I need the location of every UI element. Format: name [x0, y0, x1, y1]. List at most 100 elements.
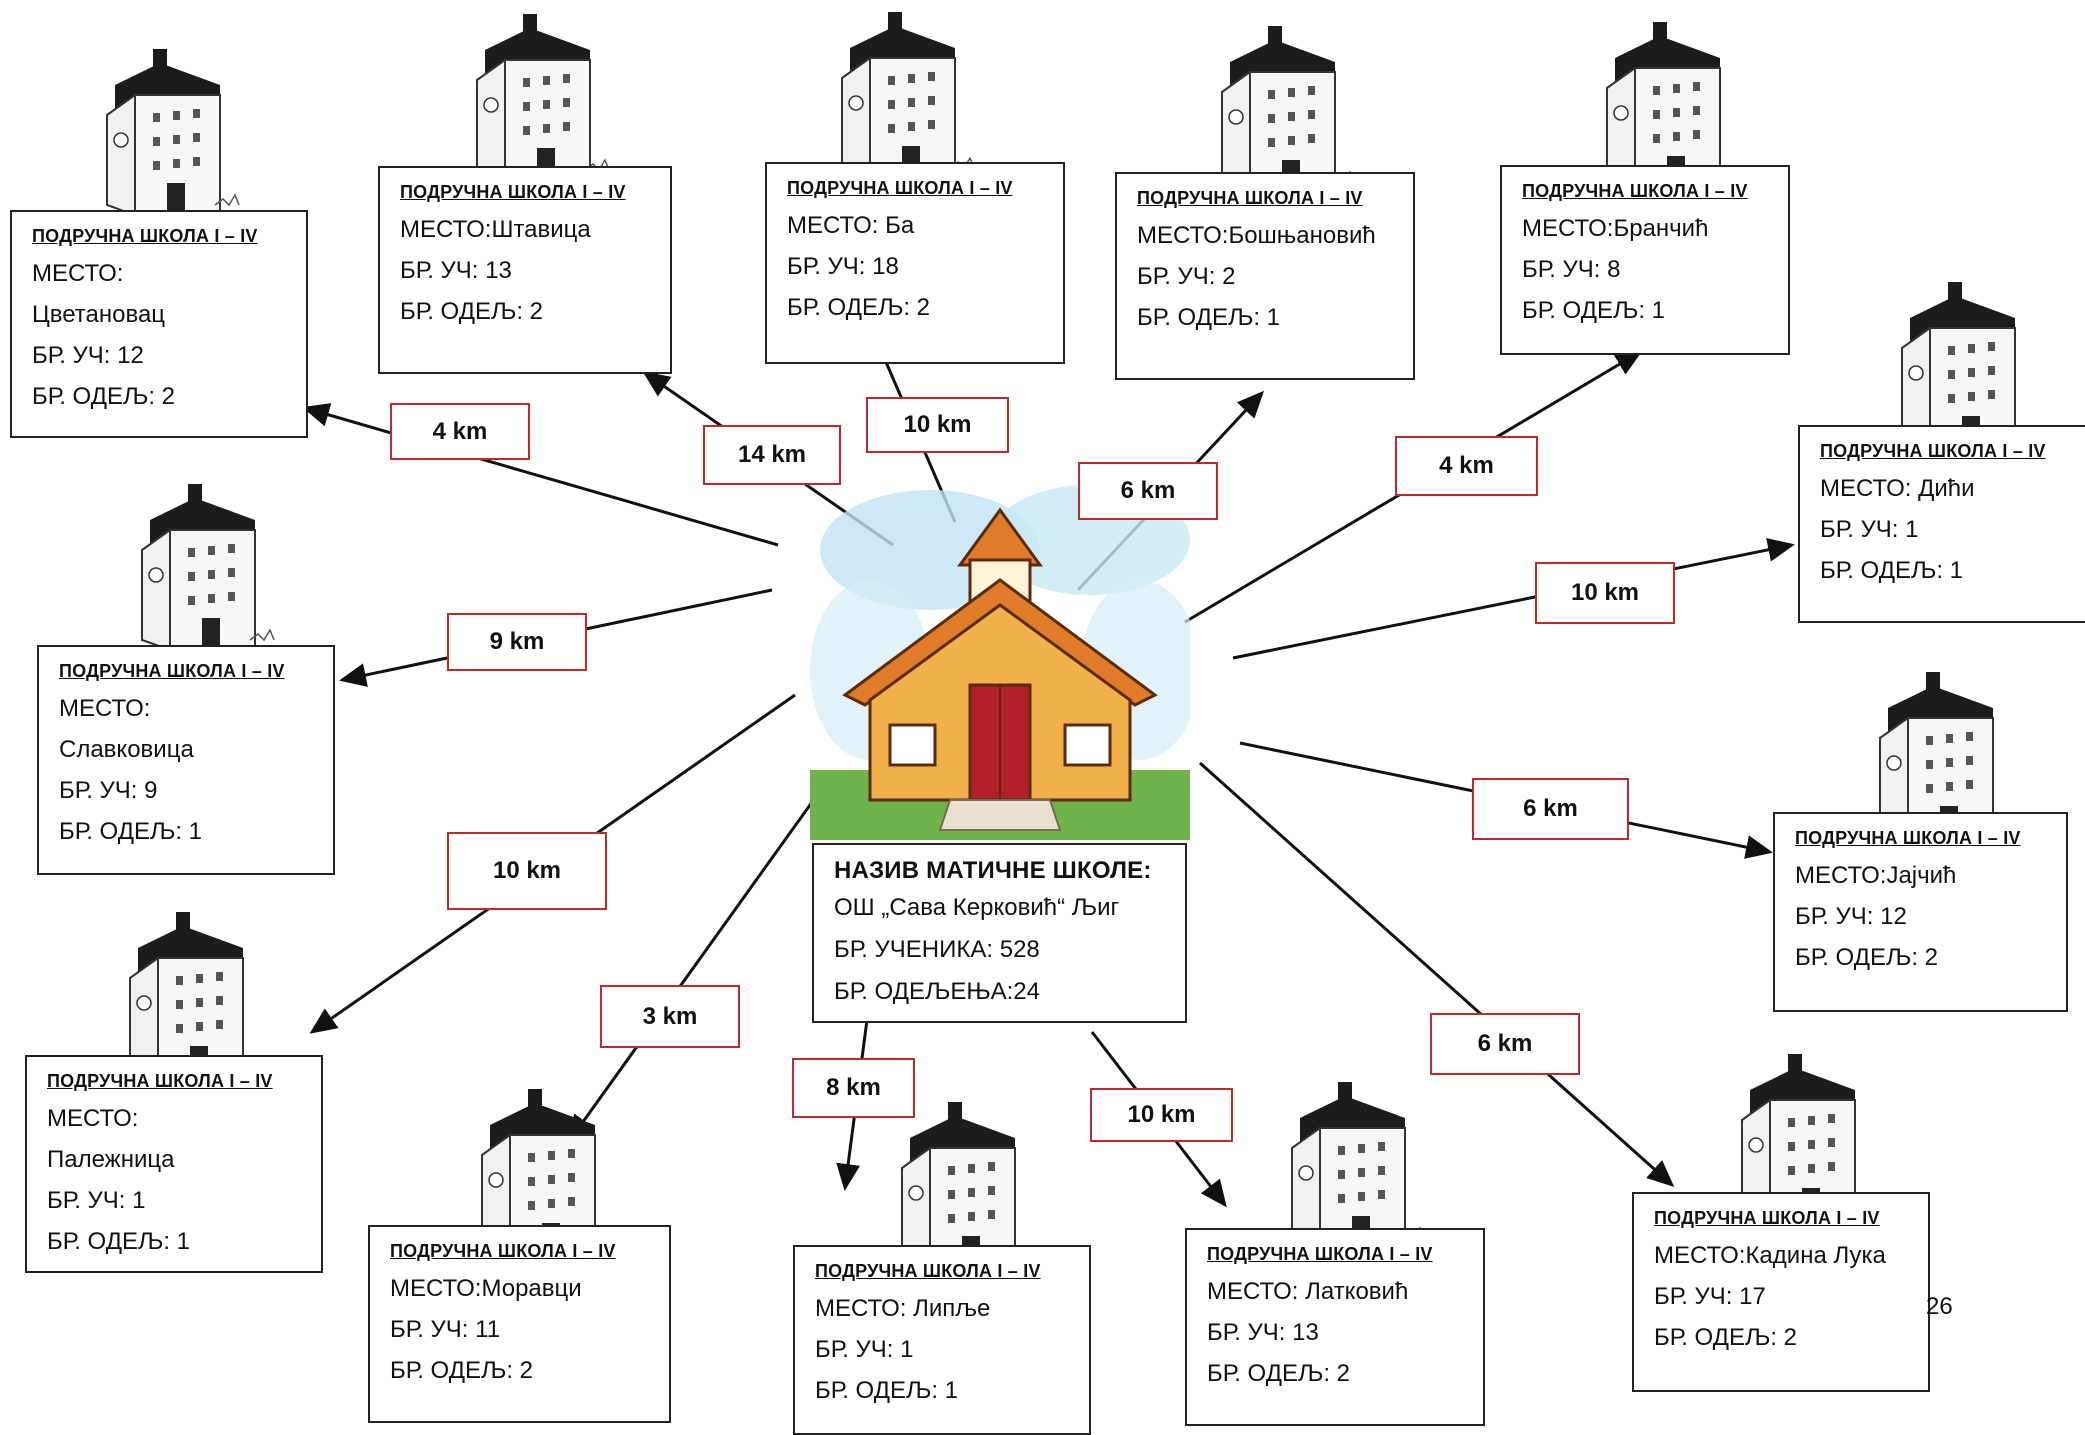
branch-school-header: ПОДРУЧНА ШКОЛА I – IV: [32, 226, 258, 246]
branch-school-house-icon: [465, 10, 615, 190]
branch-school-line: МЕСТО:: [32, 260, 124, 287]
connector-line-dici: [1232, 537, 1795, 660]
distance-label-liplje: 8 km: [792, 1058, 915, 1118]
main-school-students: БР. УЧЕНИКА: 528: [834, 936, 1040, 963]
distance-label-slavkovica: 9 km: [447, 613, 587, 671]
branch-school-line: МЕСТО:Кадина Лука: [1654, 1242, 1886, 1269]
main-school-classes: БР. ОДЕЉЕЊА:24: [834, 978, 1040, 1005]
branch-school-house-icon: [830, 8, 980, 188]
branch-school-line: Славковица: [59, 736, 194, 763]
distance-label-cvetanovac: 4 km: [390, 403, 530, 460]
branch-school-header: ПОДРУЧНА ШКОЛА I – IV: [787, 178, 1013, 198]
branch-school-line: БР. ОДЕЉ: 2: [390, 1357, 534, 1384]
distance-label-stavica: 14 km: [703, 425, 841, 485]
main-school-name: ОШ „Сава Керковић“ Љиг: [834, 894, 1120, 921]
branch-school-header: ПОДРУЧНА ШКОЛА I – IV: [390, 1241, 616, 1261]
distance-label-bosnjanovic: 6 km: [1078, 462, 1218, 520]
distance-label-dici: 10 km: [1535, 562, 1675, 624]
branch-school-line: БР. УЧ: 13: [1207, 1319, 1319, 1346]
connector-line-cvetanovac: [302, 403, 779, 547]
connector-line-moravci: [568, 797, 817, 1143]
branch-school-line: Цветановац: [32, 301, 166, 328]
school-bell-house-icon: [810, 485, 1200, 840]
branch-school-line: БР. ОДЕЉ: 2: [1207, 1360, 1351, 1387]
branch-school-line: БР. ОДЕЉ: 2: [32, 383, 176, 410]
distance-label-moravci: 3 km: [600, 985, 740, 1048]
branch-school-line: БР. ОДЕЉ: 1: [815, 1377, 959, 1404]
branch-school-line: Палежница: [47, 1146, 175, 1173]
branch-school-line: БР. УЧ: 1: [815, 1336, 914, 1363]
connector-line-kadina-luka: [1199, 761, 1675, 1187]
distance-label-ba: 10 km: [866, 397, 1009, 453]
branch-school-line: БР. ОДЕЉ: 2: [787, 294, 931, 321]
branch-school-line: БР. ОДЕЉ: 2: [400, 298, 544, 325]
distance-label-paleznica: 10 km: [447, 832, 607, 910]
branch-school-header: ПОДРУЧНА ШКОЛА I – IV: [400, 182, 626, 202]
distance-label-latkovic: 10 km: [1090, 1088, 1233, 1142]
main-school-box: НАЗИВ МАТИЧНЕ ШКОЛЕ: ОШ „Сава Керковић“ …: [812, 843, 1187, 1023]
main-school-title: НАЗИВ МАТИЧНЕ ШКОЛЕ:: [834, 857, 1152, 884]
main-school-illustration: [810, 470, 1200, 840]
branch-school-line: БР. ОДЕЉ: 1: [1137, 304, 1281, 331]
branch-school-line: БР. ОДЕЉ: 1: [1522, 297, 1666, 324]
branch-school-line: БР. УЧ: 13: [400, 257, 512, 284]
branch-school-line: БР. УЧ: 11: [390, 1316, 501, 1343]
branch-school-line: МЕСТО:Штавица: [400, 216, 591, 243]
branch-school-line: БР. УЧ: 9: [59, 777, 158, 804]
branch-school-line: БР. ОДЕЉ: 1: [47, 1228, 191, 1255]
branch-school-header: ПОДРУЧНА ШКОЛА I – IV: [59, 661, 285, 681]
branch-school-line: БР. ОДЕЉ: 2: [1795, 944, 1939, 971]
branch-school-line: МЕСТО:Бошњановић: [1137, 222, 1376, 249]
branch-school-house-icon: [1280, 1078, 1430, 1258]
branch-school-line: МЕСТО:Јајчић: [1795, 862, 1957, 889]
branch-school-header: ПОДРУЧНА ШКОЛА I – IV: [815, 1261, 1041, 1281]
branch-school-line: БР. ОДЕЉ: 1: [1820, 557, 1964, 584]
branch-school-header: ПОДРУЧНА ШКОЛА I – IV: [47, 1071, 273, 1091]
branch-school-house-icon: [130, 480, 280, 660]
branch-school-line: БР. ОДЕЉ: 1: [59, 818, 203, 845]
branch-school-header: ПОДРУЧНА ШКОЛА I – IV: [1522, 181, 1748, 201]
branch-school-line: БР. ОДЕЉ: 2: [1654, 1324, 1798, 1351]
branch-school-line: БР. УЧ: 12: [32, 342, 144, 369]
branch-school-header: ПОДРУЧНА ШКОЛА I – IV: [1207, 1244, 1433, 1264]
branch-school-header: ПОДРУЧНА ШКОЛА I – IV: [1820, 441, 2046, 461]
branch-school-line: БР. УЧ: 1: [1820, 516, 1919, 543]
branch-school-line: МЕСТО: Липље: [815, 1295, 991, 1322]
branch-school-line: БР. УЧ: 2: [1137, 263, 1236, 290]
branch-school-house-icon: [95, 45, 245, 225]
branch-school-line: МЕСТО:Моравци: [390, 1275, 582, 1302]
branch-school-line: МЕСТО: Ба: [787, 212, 915, 239]
distance-label-kadina-luka: 6 km: [1430, 1013, 1580, 1075]
distance-label-jajcic: 6 km: [1472, 778, 1629, 840]
branch-school-header: ПОДРУЧНА ШКОЛА I – IV: [1654, 1208, 1880, 1228]
branch-school-line: БР. УЧ: 18: [787, 253, 899, 280]
branch-school-box-ba: ПОДРУЧНА ШКОЛА I – IV МЕСТО: Ба БР. УЧ: 18…: [765, 162, 1065, 364]
page-number: 26: [1926, 1293, 1953, 1320]
branch-school-house-icon: [1730, 1050, 1880, 1230]
branch-school-line: МЕСТО:: [47, 1105, 139, 1132]
branch-school-line: МЕСТО: Латковић: [1207, 1278, 1409, 1305]
branch-school-line: БР. УЧ: 17: [1654, 1283, 1766, 1310]
branch-school-line: МЕСТО: Дићи: [1820, 475, 1975, 502]
branch-school-house-icon: [1890, 278, 2040, 458]
distance-label-brancic: 4 km: [1395, 436, 1538, 496]
branch-school-line: БР. УЧ: 1: [47, 1187, 146, 1214]
branch-school-house-icon: [890, 1098, 1040, 1278]
branch-school-header: ПОДРУЧНА ШКОЛА I – IV: [1795, 828, 2021, 848]
branch-school-line: БР. УЧ: 12: [1795, 903, 1907, 930]
branch-school-header: ПОДРУЧНА ШКОЛА I – IV: [1137, 188, 1363, 208]
branch-school-line: БР. УЧ: 8: [1522, 256, 1621, 283]
branch-school-line: МЕСТО:: [59, 695, 151, 722]
